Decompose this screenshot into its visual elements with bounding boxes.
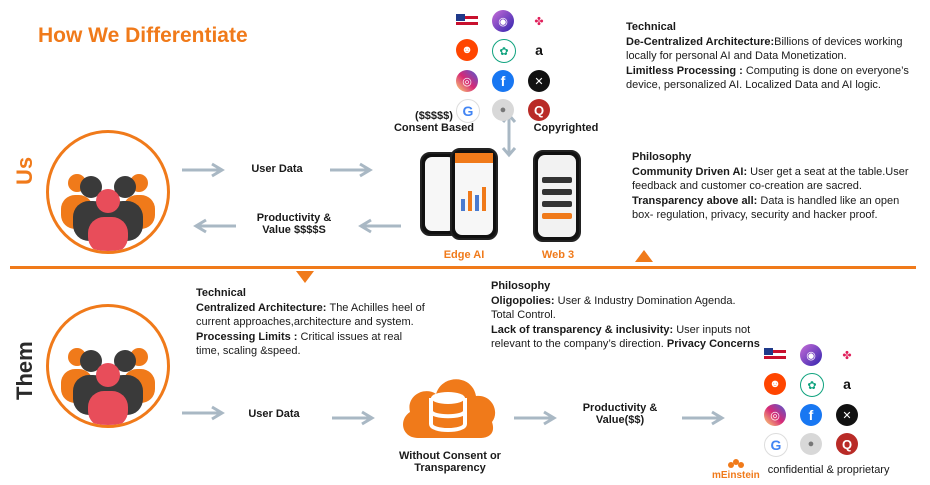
amazon-icon: a	[528, 39, 550, 61]
edge-ai-caption: Edge AI	[443, 249, 485, 261]
slack-icon: ✤	[528, 10, 550, 32]
arrow-left-icon	[358, 218, 401, 234]
arrow-right-icon	[182, 162, 225, 178]
reddit-icon: ☻	[764, 373, 786, 395]
us-people-circle	[46, 130, 170, 254]
siri-icon: ◉	[492, 10, 514, 32]
web3-caption: Web 3	[541, 249, 575, 261]
apple-icon: ●	[800, 433, 822, 455]
page-title: How We Differentiate	[38, 24, 248, 47]
brand-logo: mEinstein	[712, 458, 760, 481]
amazon-icon: a	[836, 373, 858, 395]
us-label: Us	[12, 156, 37, 185]
triangle-down-icon	[296, 271, 314, 283]
siri-icon: ◉	[800, 344, 822, 366]
instagram-icon: ◎	[456, 70, 478, 92]
divider-line	[10, 266, 916, 269]
slack-icon: ✤	[836, 344, 858, 366]
confidential-note: confidential & proprietary	[767, 463, 890, 476]
them-label: Them	[12, 341, 37, 400]
openai-icon: ✿	[800, 373, 824, 397]
them-philosophy-block: Philosophy Oligopolies: User & Industry …	[491, 280, 760, 350]
copyrighted-label: Copyrighted	[533, 122, 599, 134]
brand-name: mEinstein	[712, 470, 760, 481]
cloud-database-icon	[403, 379, 496, 438]
flag-icon	[456, 10, 478, 32]
edge-ai-phone	[450, 148, 498, 240]
apple-icon: ●	[492, 99, 514, 121]
footer: mEinstein confidential & proprietary	[712, 458, 889, 481]
arrow-left-icon	[193, 218, 236, 234]
x-icon: ✕	[528, 70, 550, 92]
flag-icon	[764, 344, 786, 366]
arrow-right-icon	[514, 410, 557, 426]
them-technical-block: Technical Centralized Architecture: The …	[196, 287, 425, 357]
brand-logo-icon	[727, 459, 744, 468]
people-group-icon	[61, 174, 155, 251]
web3-phone	[533, 150, 581, 242]
us-productivity-label: Productivity &Value $$$$S	[256, 212, 332, 236]
them-app-icons: ◉ ✤ ☻ ✿ a ◎ f ✕ G ● Q	[764, 344, 858, 457]
google-icon: G	[456, 99, 480, 123]
instagram-icon: ◎	[764, 404, 786, 426]
arrow-right-icon	[330, 162, 373, 178]
people-group-icon	[61, 348, 155, 425]
x-icon: ✕	[836, 404, 858, 426]
them-people-circle	[46, 304, 170, 428]
triangle-up-icon	[635, 250, 653, 262]
quora-icon: Q	[528, 99, 550, 121]
bar-chart-icon	[461, 187, 486, 211]
quora-icon: Q	[836, 433, 858, 455]
facebook-icon: f	[800, 404, 822, 426]
us-technical-block: Technical De-Centralized Architecture:Bi…	[626, 21, 909, 91]
reddit-icon: ☻	[456, 39, 478, 61]
openai-icon: ✿	[492, 39, 516, 63]
us-philosophy-block: Philosophy Community Driven AI: User get…	[632, 151, 909, 221]
google-icon: G	[764, 433, 788, 457]
arrow-right-icon	[182, 405, 225, 421]
facebook-icon: f	[492, 70, 514, 92]
them-user-data-label: User Data	[248, 408, 300, 420]
consent-based-label: ($$$$$)Consent Based	[393, 110, 475, 134]
us-user-data-label: User Data	[251, 163, 303, 175]
them-productivity-label: Productivity &Value($$)	[582, 402, 658, 426]
arrow-right-icon	[332, 410, 375, 426]
us-app-icons: ◉ ✤ ☻ ✿ a ◎ f ✕ G ● Q	[456, 10, 550, 123]
arrow-right-icon	[682, 410, 725, 426]
